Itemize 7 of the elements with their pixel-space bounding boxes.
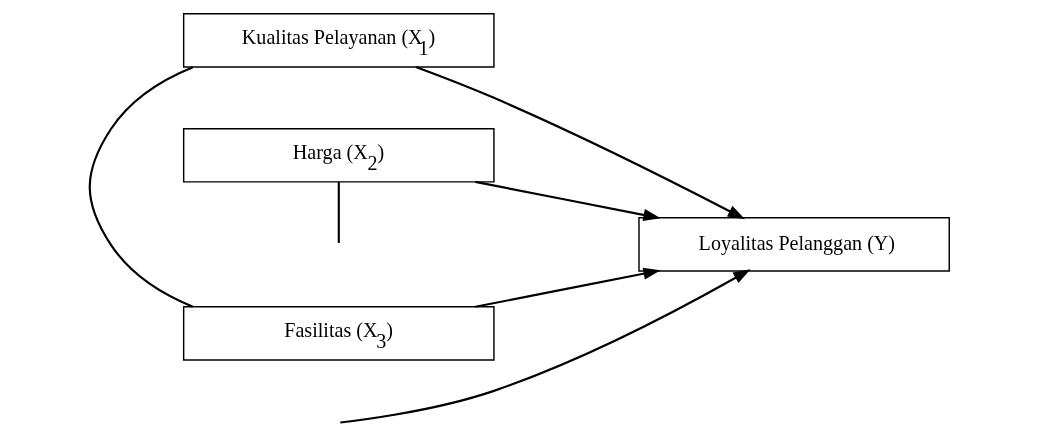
arrow — [415, 66, 745, 220]
connector — [337, 182, 340, 243]
arrow — [475, 180, 661, 221]
arrow — [475, 267, 661, 308]
connector — [88, 66, 194, 308]
arrow — [340, 269, 751, 424]
node-box: Loyalitas Pelanggan (Y) — [638, 217, 950, 272]
